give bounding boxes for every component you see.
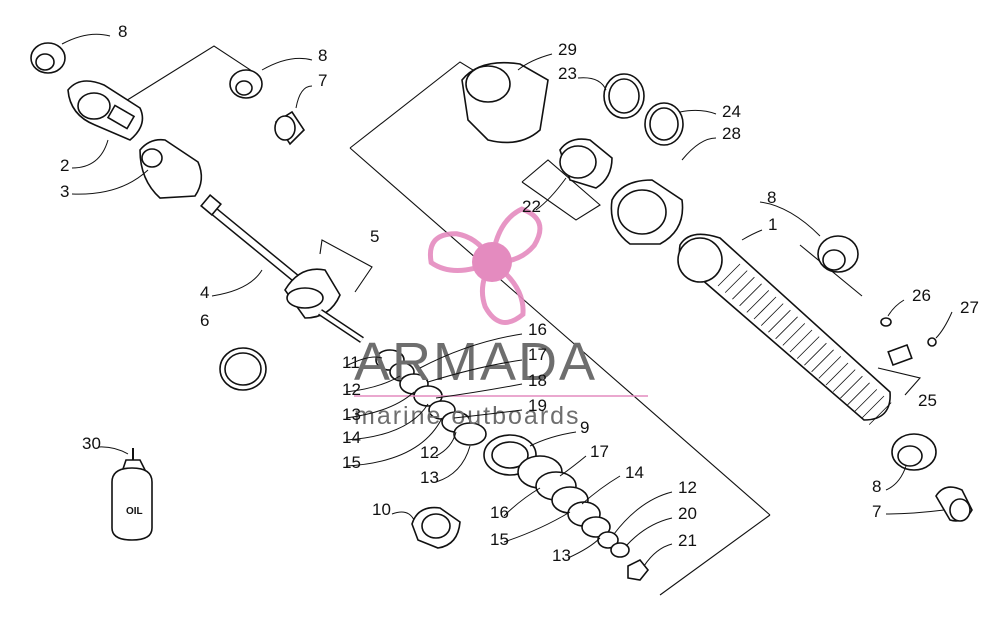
callout-c9: 9 [580,418,589,437]
part-23-o-ring [603,73,645,119]
part-29-cap-cup [461,61,549,144]
callout-c12b: 12 [420,443,439,462]
callout-c20: 20 [678,504,697,523]
bracket-lines [107,45,922,596]
callout-c18: 18 [528,371,547,390]
part-25-valve [887,343,913,367]
part-28-cap [610,179,684,245]
callout-c15a: 15 [342,453,361,472]
part-1-shock-body [677,233,892,425]
callout-c3: 3 [60,182,69,201]
callout-c7b: 7 [872,502,881,521]
part-9-valve-body [483,434,537,476]
callout-c24: 24 [722,102,741,121]
callout-c17a: 17 [528,345,547,364]
part-6-o-ring [219,347,267,391]
callout-c26: 26 [912,286,931,305]
part-7-sleeve-bottom-right [935,486,973,522]
callout-c13c: 13 [552,546,571,565]
part-8-bushing-bottom-right [891,433,937,471]
part-27-screw [927,337,937,347]
part-7-sleeve-top [274,110,306,146]
callout-c25: 25 [918,391,937,410]
watermark-brand: ARMADA [354,332,597,392]
valve-stack-lower [517,455,650,581]
part-24-ring [644,102,684,146]
callout-c23: 23 [558,64,577,83]
callout-c22: 22 [522,197,541,216]
callout-c28: 28 [722,124,741,143]
callout-c21: 21 [678,531,697,550]
callout-c12a: 12 [342,380,361,399]
callout-c14b: 14 [625,463,644,482]
callout-c7a: 7 [318,71,327,90]
callout-c11: 11 [342,353,360,372]
part-26-plug [880,317,892,327]
callout-c17b: 17 [590,442,609,461]
part-2-eye [67,80,144,141]
callout-c16b: 16 [490,503,509,522]
callout-c8d: 8 [872,477,881,496]
callout-c8b: 8 [318,46,327,65]
callout-c29: 29 [558,40,577,59]
part-30-oil-bottle: OIL [111,448,153,541]
callout-c30: 30 [82,434,101,453]
part-4-shaft [200,194,313,294]
callout-c5: 5 [370,227,379,246]
part-8-bushing-top-mid [229,69,263,99]
callout-c8c: 8 [767,188,776,207]
callout-c16a: 16 [528,320,547,339]
leader-lines [61,33,953,567]
callout-c13a: 13 [342,405,361,424]
callout-c19: 19 [528,396,547,415]
part-5-piston [284,268,364,343]
callout-c15b: 15 [490,530,509,549]
callout-c13b: 13 [420,468,439,487]
callout-c4: 4 [200,283,209,302]
part-8-bushing-top-left [30,42,66,74]
callout-c6: 6 [200,311,209,330]
watermark: ARMADA marine outboards [354,206,648,430]
callout-c8a: 8 [118,22,127,41]
part-22-seal-head [559,138,613,189]
callout-c14a: 14 [342,428,361,447]
callout-c27: 27 [960,298,979,317]
part-3-cap [139,138,203,199]
callout-c1: 1 [768,215,777,234]
callout-c12c: 12 [678,478,697,497]
part-10-ring [411,506,461,549]
callout-c10: 10 [372,500,391,519]
part-8-bushing-right-top [817,235,859,273]
oil-bottle-label: OIL [126,506,143,517]
propeller-logo-icon [427,206,543,325]
callout-c2: 2 [60,156,69,175]
valve-stack-upper [375,349,487,446]
